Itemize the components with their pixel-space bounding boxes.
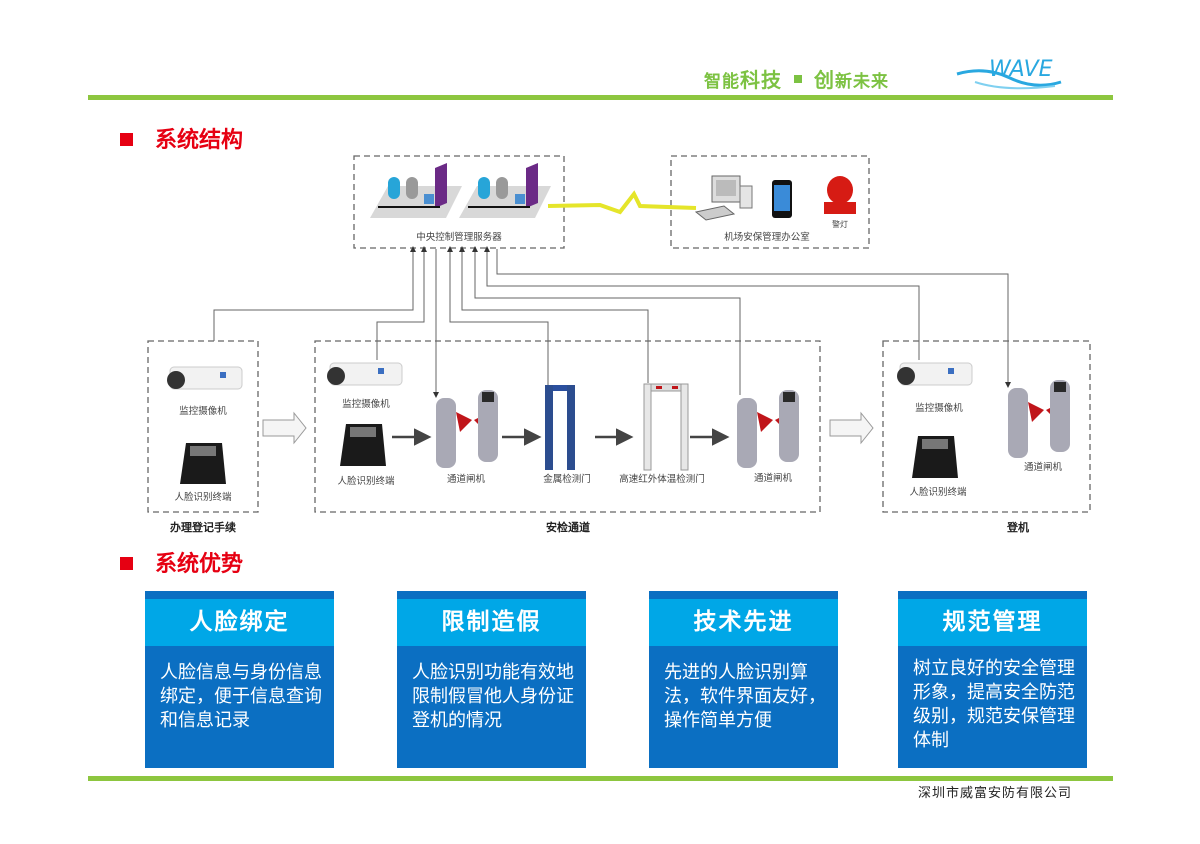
card-text: 人脸识别功能有效地限制假冒他人身份证登机的情况 — [412, 662, 574, 731]
device-label: 监控摄像机 — [179, 405, 227, 417]
flow-arrow-icon — [262, 411, 307, 445]
red-square-bullet-icon — [120, 132, 133, 146]
server-box-label: 中央控制管理服务器 — [416, 231, 502, 243]
temperature-detector-gate-icon — [643, 383, 689, 471]
surveillance-camera-icon — [327, 362, 403, 386]
face-recognition-terminal-icon — [340, 424, 386, 466]
header-rule — [88, 95, 1113, 100]
card-title: 限制造假 — [397, 599, 586, 646]
slogan-part2-big: 创 — [814, 68, 835, 92]
advantage-card: 人脸绑定 人脸信息与身份信息绑定，便于信息查询和信息记录 — [145, 591, 334, 768]
section-advantages-title: 系统优势 — [120, 546, 243, 578]
card-topbar — [898, 591, 1087, 599]
card-title: 人脸绑定 — [145, 599, 334, 646]
card-topbar — [649, 591, 838, 599]
metal-detector-gate-icon — [545, 385, 575, 470]
alarm-light-label: 警灯 — [832, 219, 848, 229]
face-recognition-terminal-icon — [912, 436, 958, 478]
turnstile-gate-icon — [737, 390, 799, 468]
wireless-link-icon — [547, 190, 697, 215]
device-label: 金属检测门 — [543, 473, 591, 485]
group-label-registration: 办理登记手续 — [170, 520, 236, 534]
device-label: 高速红外体温检测门 — [619, 473, 705, 485]
turnstile-gate-icon — [1008, 380, 1070, 458]
device-label: 通道闸机 — [754, 472, 793, 484]
group-label-boarding: 登机 — [1006, 520, 1029, 534]
section-structure-title: 系统结构 — [120, 122, 243, 154]
registration-group-box — [147, 340, 259, 513]
wave-logo: WAVE — [955, 52, 1065, 94]
device-label: 人脸识别终端 — [337, 475, 395, 487]
group-label-security-channel: 安检通道 — [546, 520, 590, 534]
section-structure-title-text: 系统结构 — [155, 128, 244, 153]
connection-lines — [213, 246, 1011, 398]
device-label: 人脸识别终端 — [909, 486, 967, 498]
slogan-part1-small: 智能 — [704, 72, 740, 92]
logo-text: WAVE — [989, 57, 1053, 82]
device-label: 通道闸机 — [447, 473, 486, 485]
turnstile-gate-icon — [436, 390, 498, 468]
card-topbar — [145, 591, 334, 599]
card-title: 技术先进 — [649, 599, 838, 646]
device-label: 监控摄像机 — [342, 398, 390, 410]
surveillance-camera-icon — [897, 362, 973, 386]
advantage-card: 技术先进 先进的人脸识别算法，软件界面友好，操作简单方便 — [649, 591, 838, 768]
server-box — [353, 155, 565, 249]
footer-rule — [88, 776, 1113, 781]
card-title: 规范管理 — [898, 599, 1087, 646]
office-box — [670, 155, 870, 249]
slogan-separator-icon — [794, 75, 802, 83]
slogan: 智能科技 创新未来 — [704, 64, 889, 93]
advantage-card: 规范管理 树立良好的安全管理形象，提高安全防范级别，规范安保管理体制 — [898, 591, 1087, 768]
card-topbar — [397, 591, 586, 599]
advantage-card: 限制造假 人脸识别功能有效地限制假冒他人身份证登机的情况 — [397, 591, 586, 768]
face-recognition-terminal-icon — [180, 443, 226, 484]
smartphone-icon — [772, 180, 792, 218]
server-cluster-icon — [370, 163, 551, 218]
company-name: 深圳市威富安防有限公司 — [918, 786, 1073, 801]
slogan-part1-big: 科技 — [740, 68, 782, 92]
device-label: 通道闸机 — [1024, 461, 1063, 473]
section-advantages-title-text: 系统优势 — [155, 552, 244, 577]
slogan-part2-small: 新未来 — [835, 72, 889, 92]
flow-arrow-icon — [829, 411, 874, 445]
red-square-bullet-icon — [120, 556, 133, 570]
card-text: 先进的人脸识别算法，软件界面友好，操作简单方便 — [664, 662, 826, 731]
desktop-computer-icon — [694, 175, 753, 221]
device-label: 监控摄像机 — [915, 402, 963, 414]
boarding-group-box — [882, 340, 1091, 513]
card-text: 树立良好的安全管理形象，提高安全防范级别，规范安保管理体制 — [913, 658, 1075, 751]
security-channel-group-box — [314, 340, 821, 513]
alarm-light-icon — [824, 176, 856, 214]
surveillance-camera-icon — [167, 366, 243, 390]
device-label: 人脸识别终端 — [174, 491, 232, 503]
card-text: 人脸信息与身份信息绑定，便于信息查询和信息记录 — [160, 662, 322, 731]
office-box-label: 机场安保管理办公室 — [724, 231, 810, 243]
